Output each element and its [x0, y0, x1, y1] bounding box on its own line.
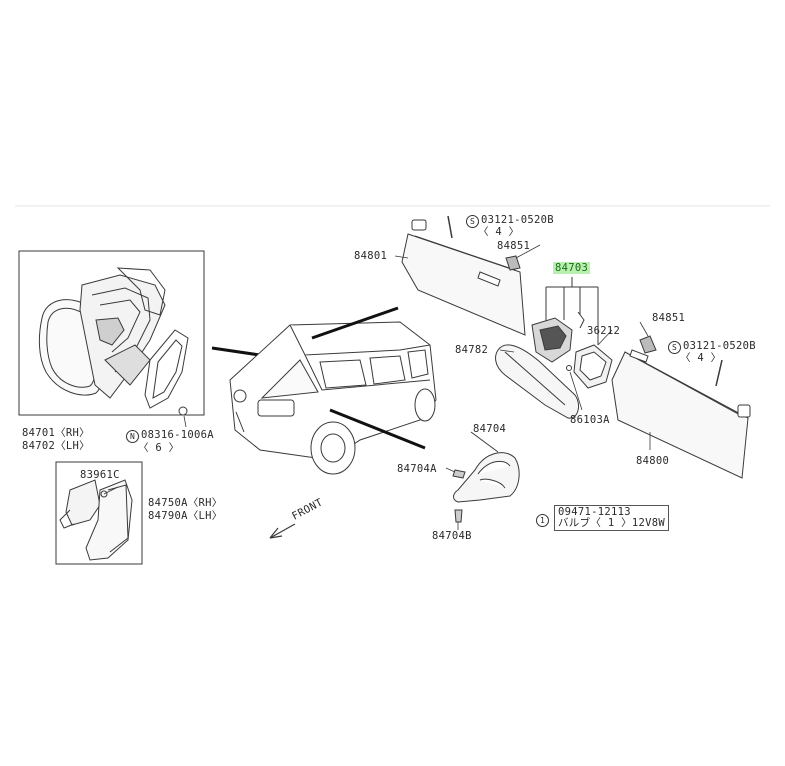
label-03121-left-code: 03121-0520B — [481, 214, 554, 226]
label-bulb-symbol: 1 — [536, 513, 551, 527]
label-84701: 84701〈RH〉 — [22, 427, 90, 439]
label-bulb-code: 09471-12113 — [558, 506, 631, 518]
label-03121-right-code: 03121-0520B — [683, 340, 756, 352]
label-03121-left-qty: 〈 4 〉 — [478, 226, 520, 238]
label-84704: 84704 — [473, 423, 507, 435]
rear-view-mirror-icon — [495, 311, 613, 419]
label-84704b: 84704B — [432, 530, 472, 542]
bracket-84703 — [545, 277, 599, 345]
label-84704a: 84704A — [397, 463, 437, 475]
front-arrow-icon — [269, 523, 296, 539]
one-symbol-icon: 1 — [536, 514, 549, 527]
label-bulb-box: 09471-12113 バルブ〈 1 〉12V8W — [554, 505, 669, 531]
label-84750a: 84750A〈RH〉 — [148, 497, 223, 509]
s-symbol-right-icon: S — [668, 341, 681, 354]
vehicle-outline-icon — [229, 321, 437, 475]
label-84782: 84782 — [455, 344, 489, 356]
label-84702: 84702〈LH〉 — [22, 440, 90, 452]
label-84703: 84703 — [553, 262, 591, 274]
label-03121-right-qty: 〈 4 〉 — [680, 352, 722, 364]
label-08316-code: 08316-1006A — [141, 429, 214, 441]
leader-car-mirror — [329, 408, 426, 450]
label-bulb-desc: バルブ〈 1 〉12V8W — [558, 517, 665, 529]
sun-visor-left-icon — [401, 215, 526, 336]
leader-car-visor — [311, 306, 399, 340]
label-83961c: 83961C — [80, 469, 120, 481]
label-08316-qty: 〈 6 〉 — [138, 442, 180, 454]
label-84790a: 84790A〈LH〉 — [148, 510, 223, 522]
label-36212: 36212 — [587, 325, 621, 337]
label-84801: 84801 — [354, 250, 388, 262]
label-84800: 84800 — [636, 455, 670, 467]
label-84851-left: 84851 — [497, 240, 531, 252]
sun-visor-right-icon — [611, 335, 751, 479]
mirror-cover-icon — [452, 431, 520, 523]
n-symbol-icon: N — [126, 430, 139, 443]
label-86103a: 86103A — [570, 414, 610, 426]
mirror-cover-box-icon — [55, 461, 143, 565]
leader-lines — [103, 244, 651, 530]
s-symbol-left-icon: S — [466, 215, 479, 228]
label-84851-right: 84851 — [652, 312, 686, 324]
side-mirror-assembly-icon — [18, 250, 205, 416]
